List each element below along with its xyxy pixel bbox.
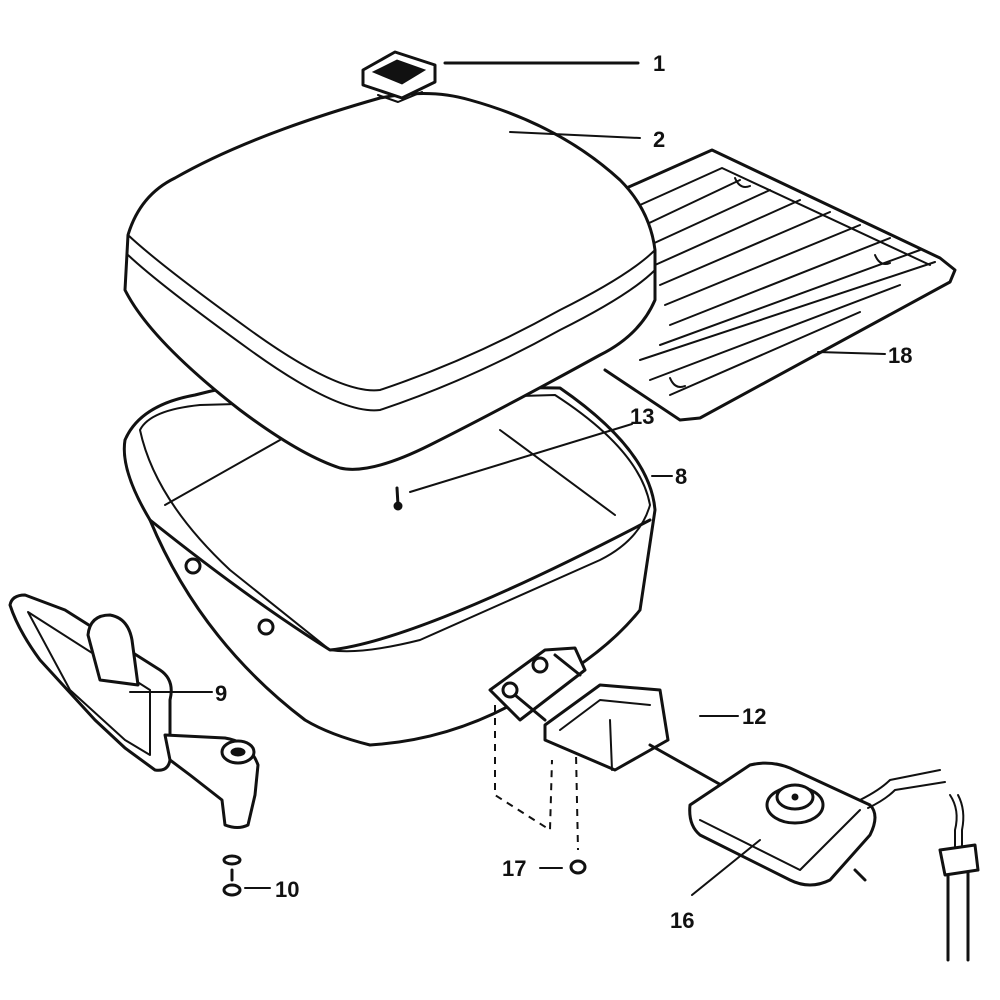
screw-pan	[393, 486, 403, 511]
callout-screw-pan: 13	[630, 404, 654, 429]
callout-handle: 9	[215, 681, 227, 706]
callout-control: 16	[670, 908, 694, 933]
control	[648, 743, 980, 962]
callout-nut: 17	[502, 856, 526, 881]
leader-lines	[129, 61, 886, 896]
callout-screw-handle: 10	[275, 877, 299, 902]
pan	[122, 382, 657, 747]
bracket	[488, 646, 670, 851]
vent	[361, 50, 437, 103]
lid	[123, 92, 657, 471]
nut	[569, 859, 587, 875]
callout-rack: 18	[888, 343, 912, 368]
callout-bracket: 12	[742, 704, 766, 729]
callout-lid: 2	[653, 127, 665, 152]
rack	[603, 148, 957, 422]
screw-handle	[222, 854, 242, 897]
callout-vent: 1	[653, 51, 665, 76]
handle	[8, 593, 260, 829]
callout-pan: 8	[675, 464, 687, 489]
